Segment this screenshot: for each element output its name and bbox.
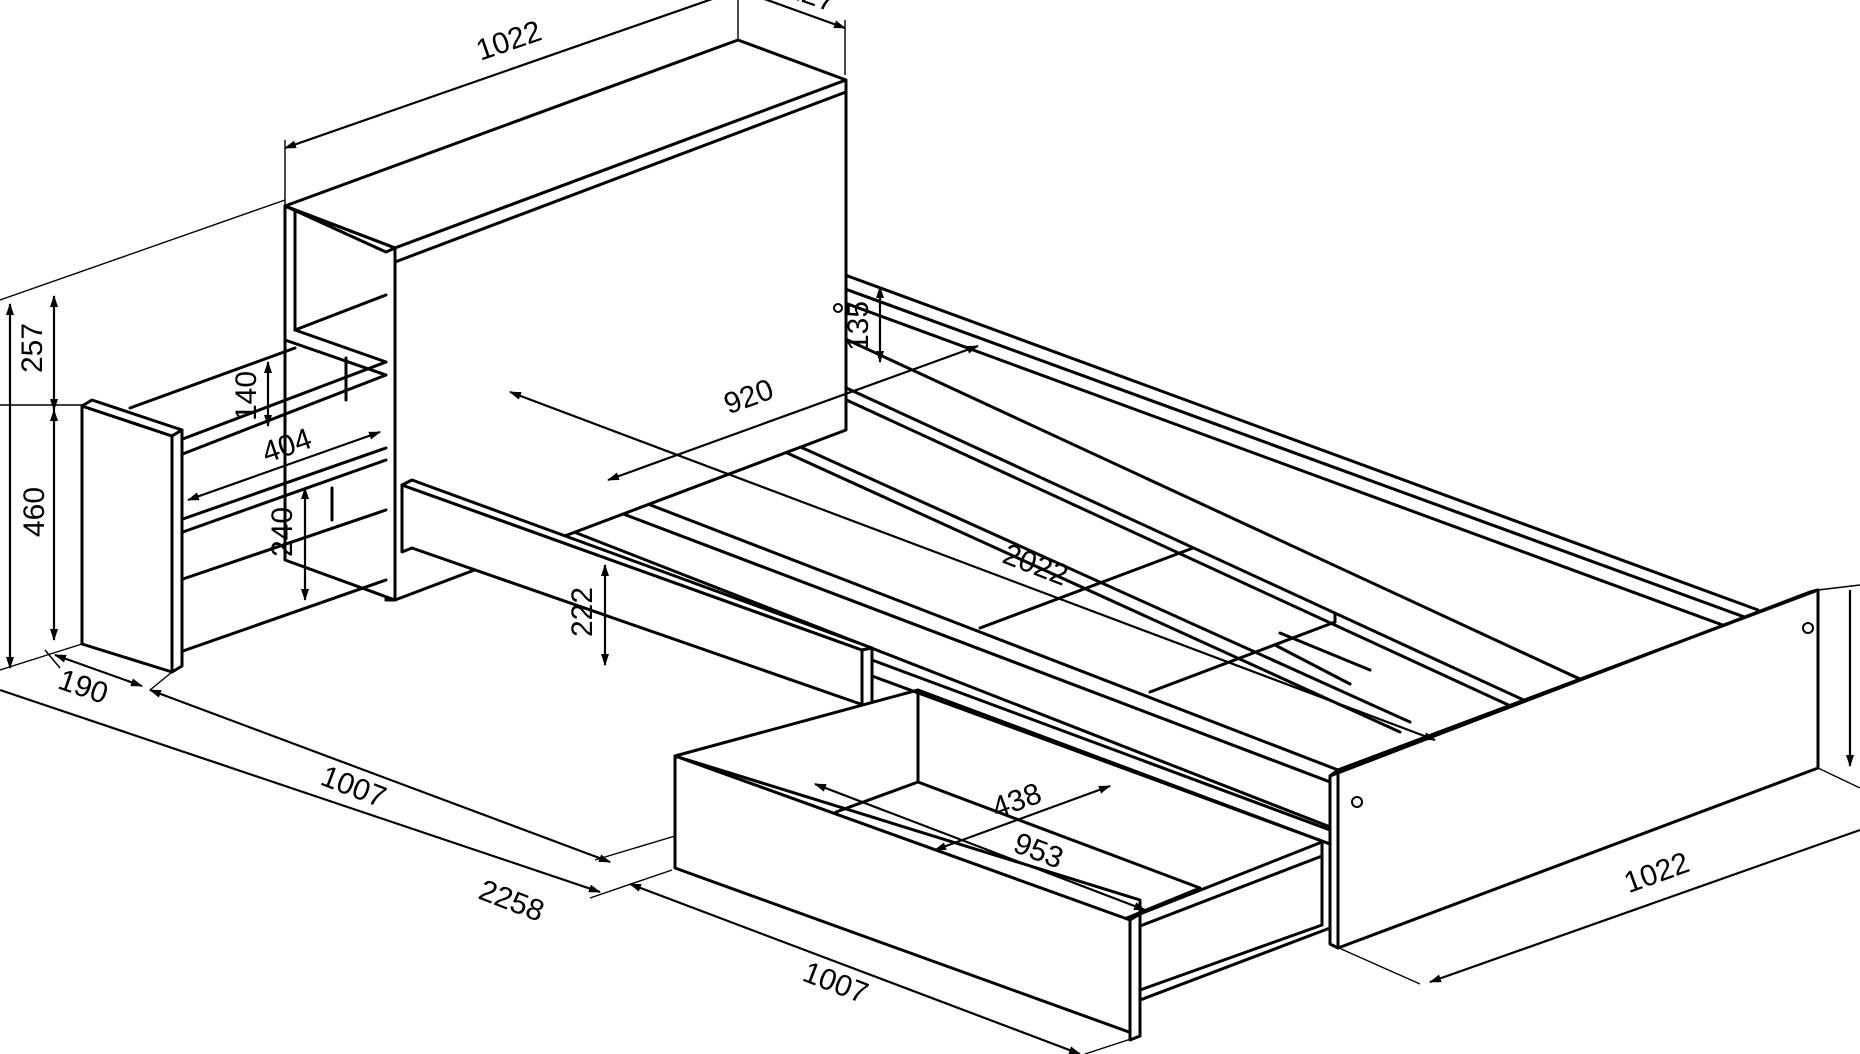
dim-line-frame-length: [509, 390, 1436, 742]
label-shelf-lower: 240: [266, 507, 299, 557]
bolt-icon: [1802, 622, 1814, 634]
dim-line-side-length: [149, 688, 611, 864]
dim-line-overall-length: [0, 688, 601, 894]
label-drawer-length: 1007: [798, 956, 872, 1011]
label-overall-length: 2258: [474, 874, 548, 929]
label-shelf-upper: 140: [230, 371, 263, 421]
dim-line-footboard-width: [1429, 828, 1860, 984]
dim-line-headboard-width: [284, 0, 713, 150]
drawer-open: [673, 658, 1332, 1042]
left-end-panel: [80, 398, 184, 674]
dim-line-drawer-length: [629, 882, 1081, 1054]
dim-line-side-depth: [54, 653, 143, 688]
label-frame-length: 2022: [998, 538, 1072, 593]
label-headboard-width: 1022: [472, 15, 546, 68]
label-side-depth: 190: [54, 663, 112, 711]
bolt-icon: [833, 303, 843, 313]
dim-line-shelf-width: [187, 430, 381, 502]
label-upper-height: 257: [16, 323, 49, 373]
label-lower-height: 460: [18, 487, 51, 537]
label-drawer-height: 222: [566, 587, 599, 637]
bolt-icon: [1351, 796, 1363, 808]
dim-line-headboard-depth: [763, 0, 846, 30]
label-total-height: 727: [0, 435, 5, 485]
label-rail-height: 135: [842, 301, 875, 351]
dim-line-drawer-inner-length: [814, 782, 1146, 912]
label-side-length: 1007: [316, 760, 390, 815]
